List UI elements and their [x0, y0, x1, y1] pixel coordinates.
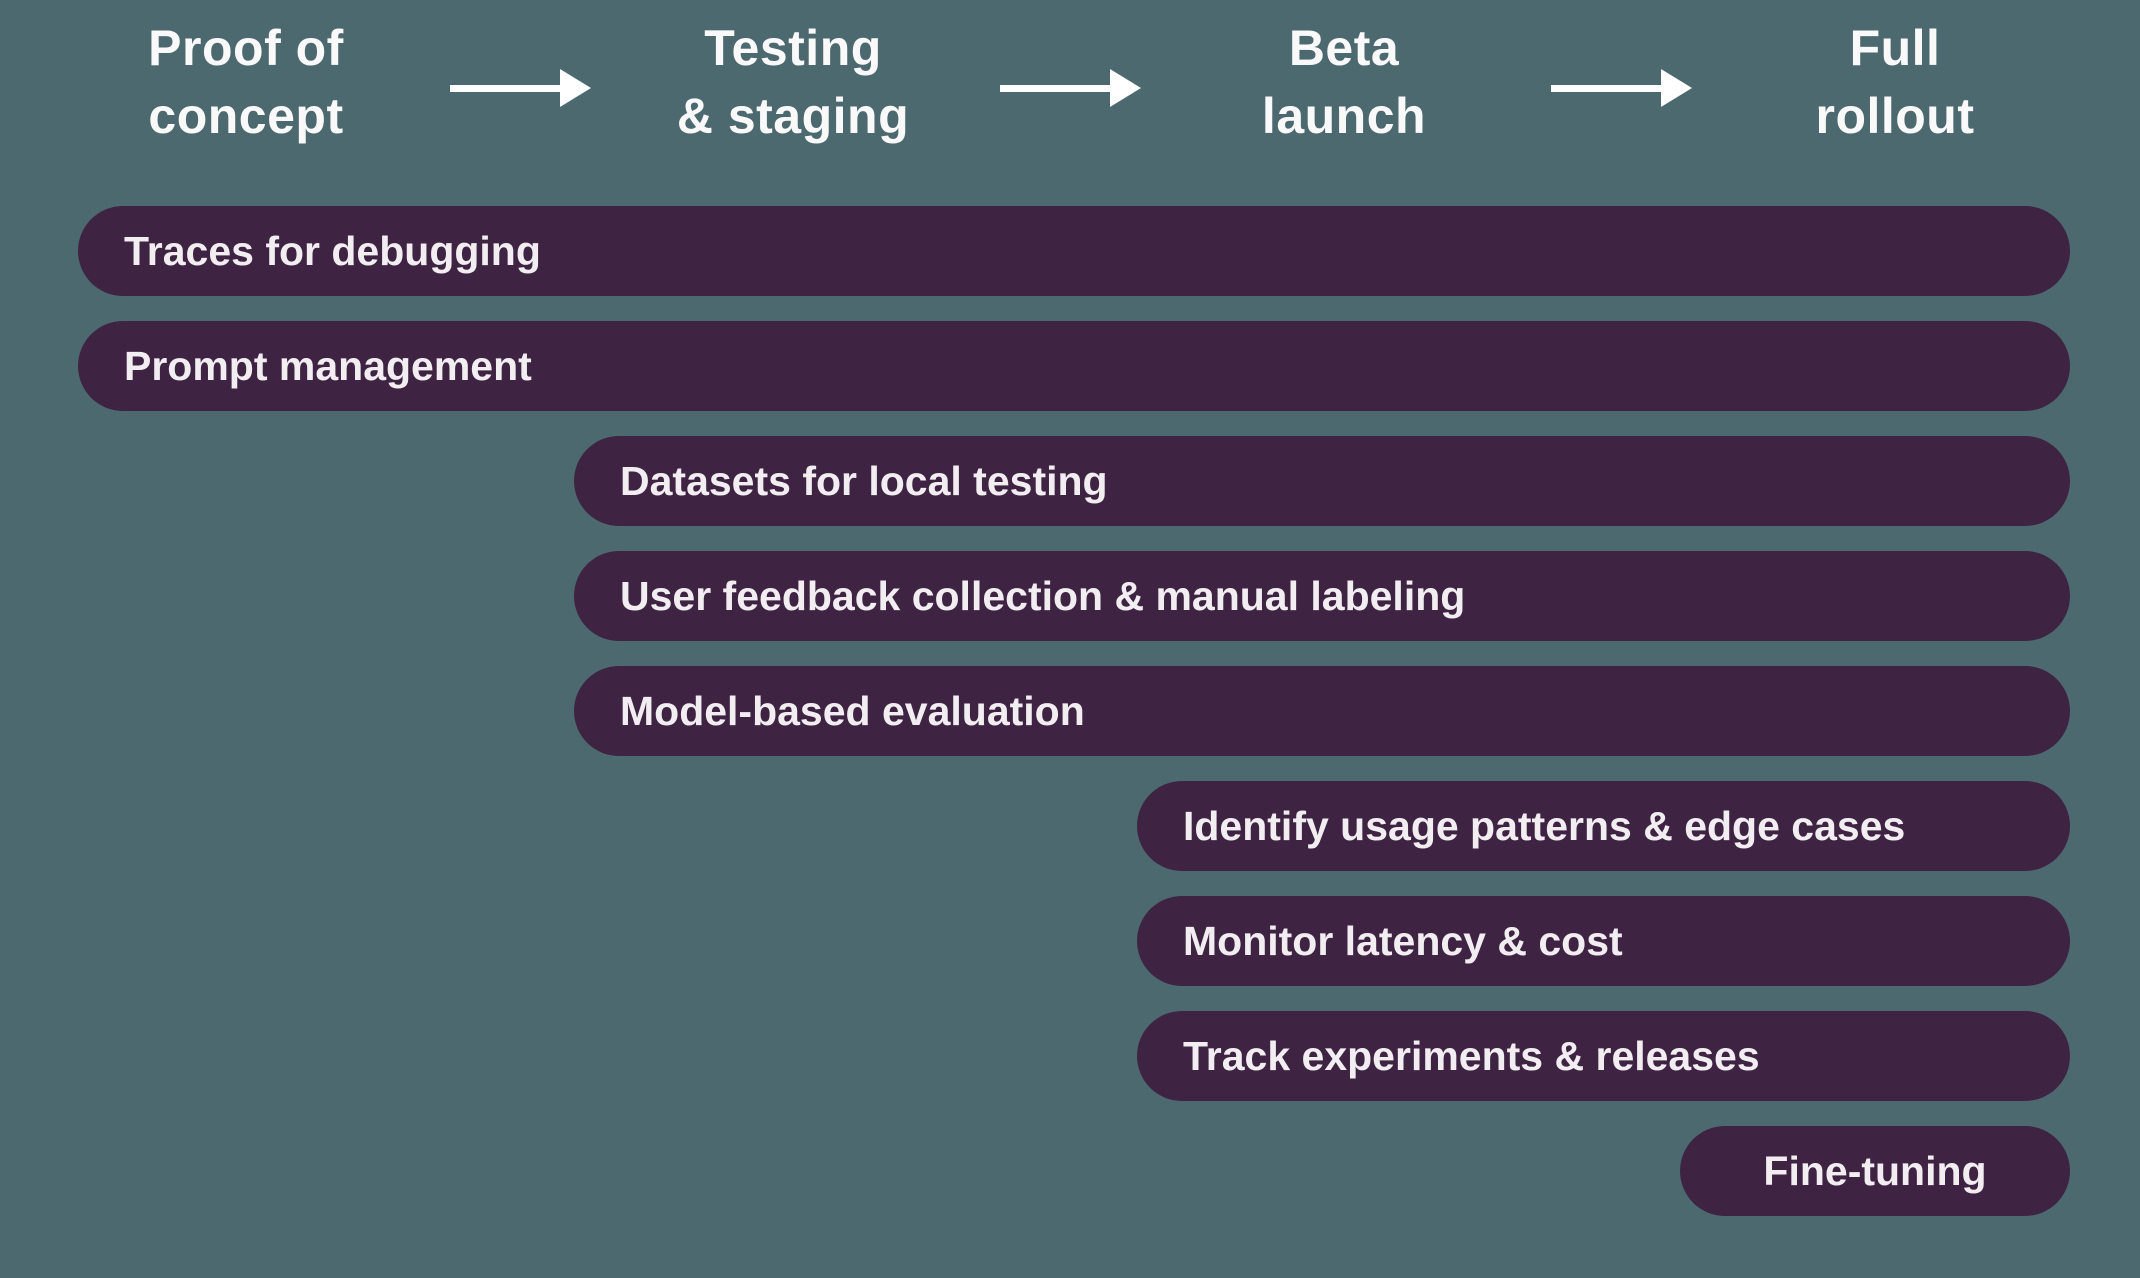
right-arrow-icon	[1000, 69, 1141, 107]
bar-label: Monitor latency & cost	[1183, 917, 1623, 964]
bar-identify-usage-patterns: Identify usage patterns & edge cases	[1137, 781, 2070, 871]
bar-datasets-for-local-testing: Datasets for local testing	[574, 436, 2070, 526]
bar-prompt-management: Prompt management	[78, 321, 2070, 411]
bar-label: Model-based evaluation	[620, 687, 1085, 734]
stage-header-line: concept	[148, 88, 344, 144]
stage-header-line: Full	[1849, 20, 1941, 76]
bar-track-experiments-releases: Track experiments & releases	[1137, 1011, 2070, 1101]
bar-model-based-evaluation: Model-based evaluation	[574, 666, 2070, 756]
bar-traces-for-debugging: Traces for debugging	[78, 206, 2070, 296]
bar-monitor-latency-cost: Monitor latency & cost	[1137, 896, 2070, 986]
bar-label: Track experiments & releases	[1183, 1032, 1760, 1079]
bar-label: Traces for debugging	[124, 227, 541, 274]
bar-fine-tuning: Fine-tuning	[1680, 1126, 2070, 1216]
bar-label: Prompt management	[124, 342, 532, 389]
stage-header-testing-staging: Testing & staging	[543, 14, 1043, 150]
stage-header-line: Testing	[704, 20, 882, 76]
bar-user-feedback-collection: User feedback collection & manual labeli…	[574, 551, 2070, 641]
stage-header-line: Beta	[1288, 20, 1400, 76]
bar-label: Datasets for local testing	[620, 457, 1108, 504]
bar-label: Identify usage patterns & edge cases	[1183, 802, 1906, 849]
stage-header-beta-launch: Beta launch	[1094, 14, 1594, 150]
stage-header-full-rollout: Full rollout	[1645, 14, 2140, 150]
right-arrow-icon	[450, 69, 591, 107]
bar-label: User feedback collection & manual labeli…	[620, 572, 1466, 619]
bar-label: Fine-tuning	[1763, 1147, 1987, 1194]
stage-header-proof-of-concept: Proof of concept	[0, 14, 496, 150]
right-arrow-icon	[1551, 69, 1692, 107]
stage-header-line: launch	[1261, 88, 1427, 144]
stage-header-line: Proof of	[148, 20, 344, 76]
stage-header-line: & staging	[676, 88, 910, 144]
stage-header-line: rollout	[1815, 88, 1975, 144]
